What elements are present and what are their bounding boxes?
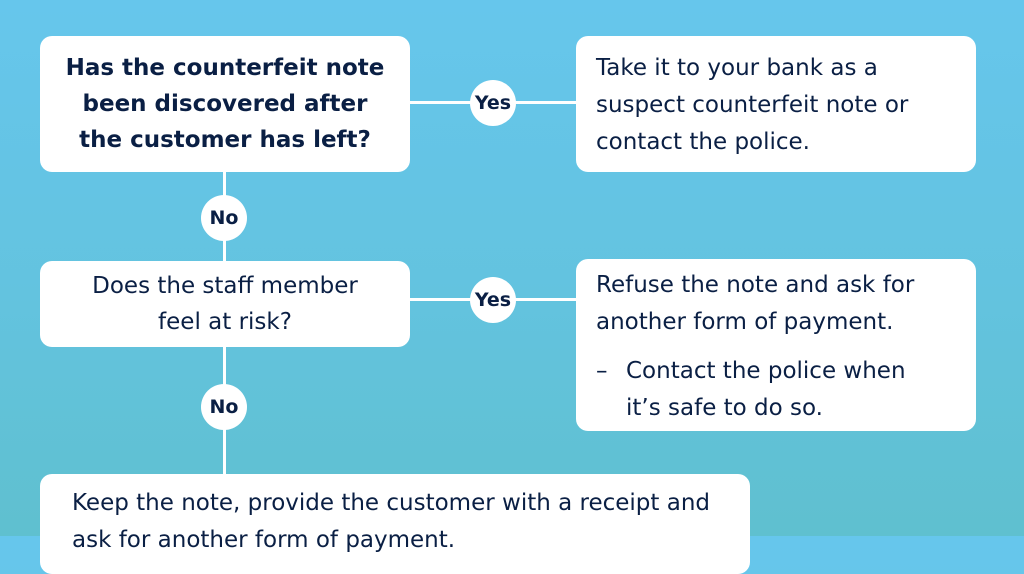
answer-2-no-text: Keep the note, provide the customer with…: [72, 490, 711, 553]
no-badge-2: No: [201, 384, 247, 430]
question-2-text: Does the staff member feel at risk?: [92, 273, 358, 335]
yes-badge-1: Yes: [470, 80, 516, 126]
bullet-dash: –: [596, 358, 608, 384]
yes-badge-2: Yes: [470, 277, 516, 323]
answer-1-yes-text: Take it to your bank as a suspect counte…: [596, 55, 909, 155]
answer-2-yes-bullet-text: Contact the police when it’s safe to do …: [626, 358, 906, 421]
question-2-box: Does the staff member feel at risk?: [40, 261, 410, 347]
answer-1-yes-box: Take it to your bank as a suspect counte…: [576, 36, 976, 172]
answer-2-yes-text: Refuse the note and ask for another form…: [596, 272, 915, 335]
answer-2-no-box: Keep the note, provide the customer with…: [40, 474, 750, 574]
question-1-box: Has the counterfeit note been discovered…: [40, 36, 410, 172]
answer-2-yes-box: Refuse the note and ask for another form…: [576, 259, 976, 431]
question-1-text: Has the counterfeit note been discovered…: [65, 55, 385, 153]
answer-2-yes-bullet: – Contact the police when it’s safe to d…: [596, 353, 936, 427]
no-badge-1: No: [201, 195, 247, 241]
